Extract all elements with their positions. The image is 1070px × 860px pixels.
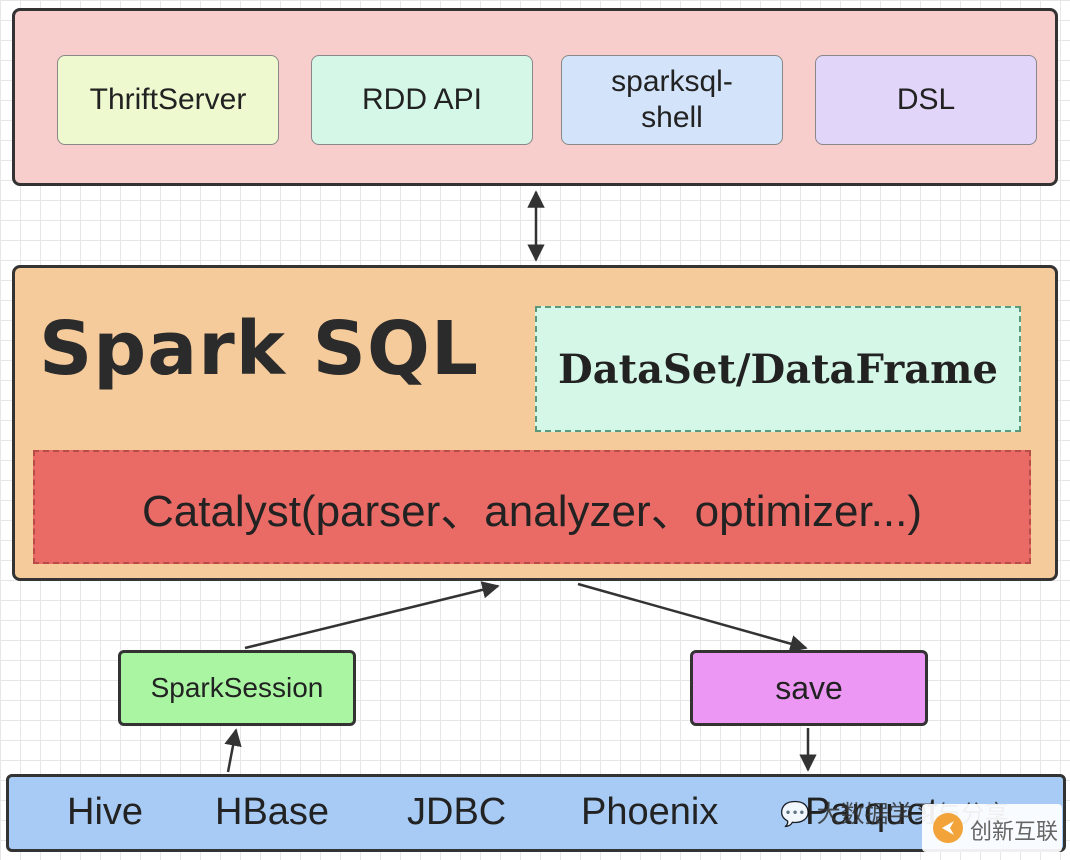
source-phoenix: Phoenix xyxy=(581,791,719,833)
sparksql-shell-box: sparksql- shell xyxy=(561,55,783,145)
dsl-box: DSL xyxy=(815,55,1037,145)
spark-sql-title: Spark SQL xyxy=(39,306,480,392)
logo-icon xyxy=(933,813,963,843)
data-sources-layer: Hive HBase JDBC Phoenix Parquet xyxy=(6,774,1066,852)
thriftserver-box: ThriftServer xyxy=(57,55,279,145)
source-jdbc: JDBC xyxy=(407,791,507,833)
spark-sql-layer: Spark SQL DataSet/DataFrame Catalyst(par… xyxy=(12,265,1058,581)
sparksql-to-save-arrow xyxy=(577,582,808,653)
sparksession-node: SparkSession xyxy=(118,650,356,726)
save-node: save xyxy=(690,650,928,726)
session-to-sparksql-arrow xyxy=(244,581,500,650)
source-hbase: HBase xyxy=(215,791,330,833)
wechat-icon: 💬 xyxy=(780,801,810,828)
client-interface-layer: ThriftServer RDD API sparksql- shell DSL xyxy=(12,8,1058,186)
sources-to-session-arrow xyxy=(224,728,242,773)
dataset-dataframe-box: DataSet/DataFrame xyxy=(535,306,1021,432)
source-hive: Hive xyxy=(67,791,144,833)
logo-watermark-text: 创新互联 xyxy=(970,819,1059,844)
source-parquet: Parquet xyxy=(805,791,939,833)
catalyst-box: Catalyst(parser、analyzer、optimizer...) xyxy=(33,450,1031,564)
rdd-api-box: RDD API xyxy=(311,55,533,145)
